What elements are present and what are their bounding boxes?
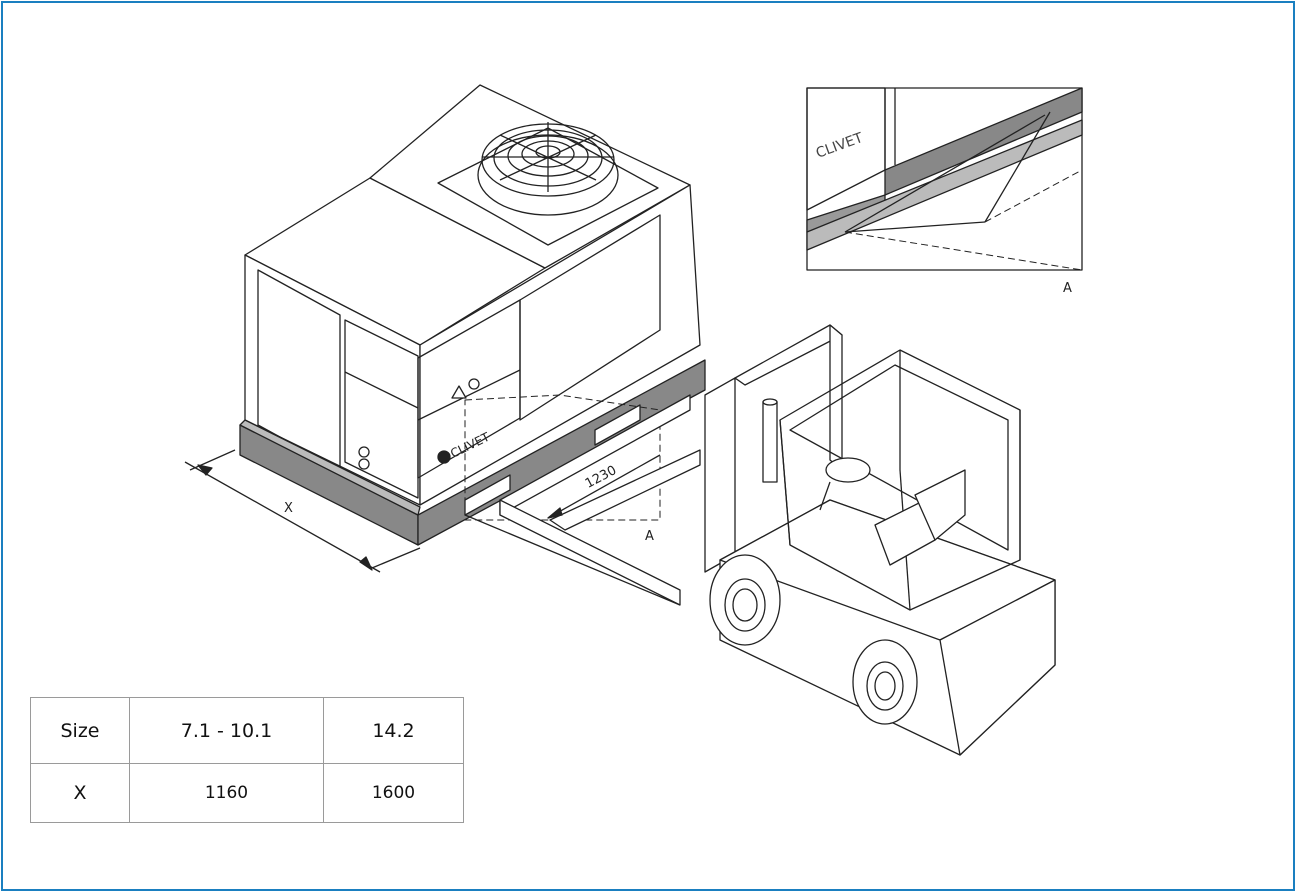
- front-wheel: [709, 554, 781, 646]
- fork-length-dimension: [547, 454, 661, 519]
- size-column-1: 7.1 - 10.1: [129, 697, 324, 764]
- table-row: X 1160 1600: [30, 763, 464, 823]
- fan-grille: [477, 122, 619, 216]
- x-row-label: X: [30, 763, 130, 823]
- size-column-2: 14.2: [323, 697, 464, 764]
- x-value-1: 1160: [129, 763, 324, 823]
- size-header-cell: Size: [30, 697, 130, 764]
- rooftop-unit: CLIVET: [239, 84, 706, 546]
- section-box-main: [464, 394, 661, 521]
- size-dimension-table: Size 7.1 - 10.1 14.2 X 1160 1600: [30, 697, 464, 823]
- detail-view-a: CLIVET: [806, 87, 1083, 271]
- width-symbol-label: X: [284, 501, 293, 516]
- section-label-main: A: [645, 529, 654, 544]
- table-header-row: Size 7.1 - 10.1 14.2: [30, 697, 464, 764]
- width-dimension: [184, 449, 421, 573]
- forklift: [704, 324, 1056, 756]
- x-value-2: 1600: [323, 763, 464, 823]
- section-label-detail: A: [1063, 281, 1072, 296]
- forklift-forks: [464, 394, 701, 606]
- rear-wheel: [852, 639, 918, 725]
